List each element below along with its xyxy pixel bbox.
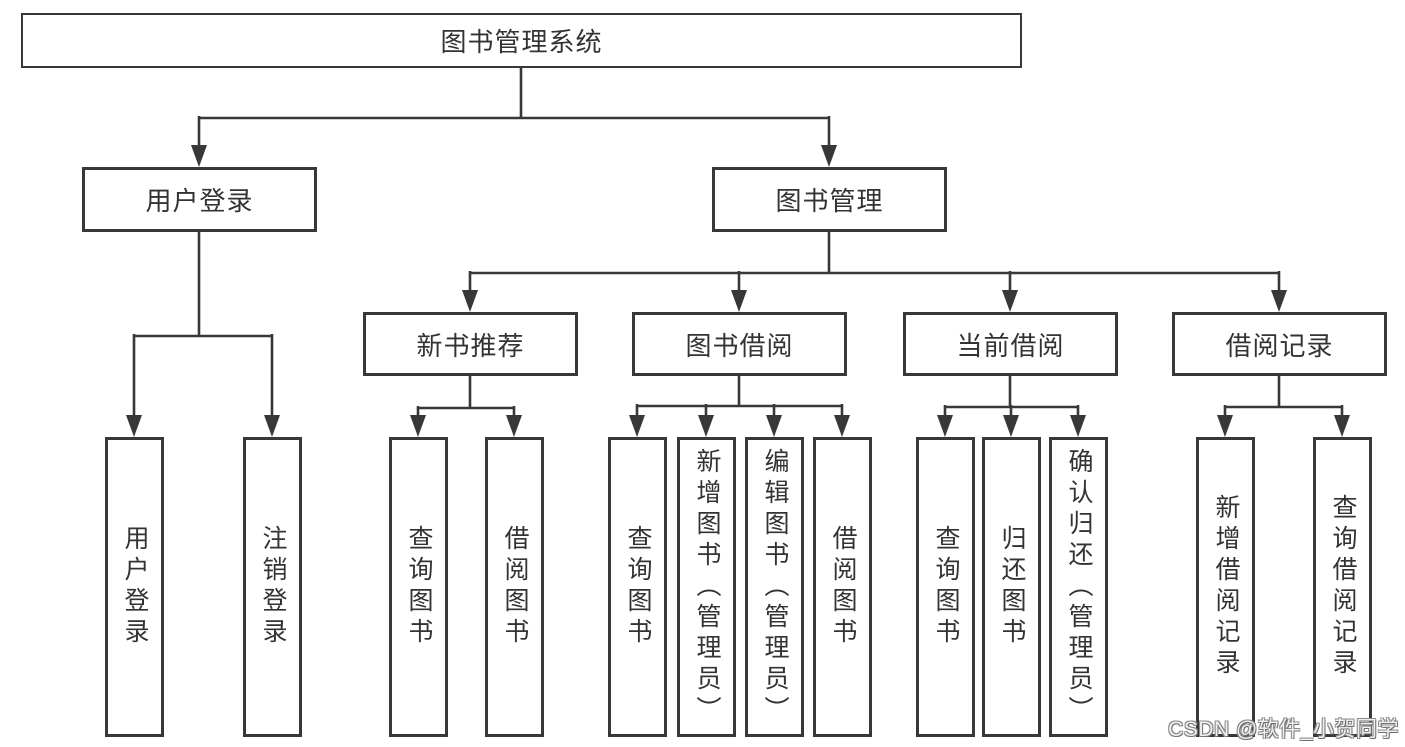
connector-borrow-record-to-leaves (1223, 376, 1344, 418)
leaf-confirm-return-admin: 确认归还（管理员） (1049, 437, 1108, 737)
leaf-user-login: 用户登录 (105, 437, 164, 737)
leaf-return-books: 归还图书 (982, 437, 1041, 737)
node-borrowing-records: 借阅记录 (1172, 312, 1387, 376)
leaf-add-borrow-record: 新增借阅记录 (1196, 437, 1255, 737)
arrowhead-icon (1271, 290, 1287, 312)
leaf-borrow-books: 借阅图书 (813, 437, 872, 737)
arrowhead-icon (766, 415, 782, 437)
leaf-query-books-recommend: 查询图书 (389, 437, 448, 737)
node-current-borrowing: 当前借阅 (903, 312, 1118, 376)
leaf-add-books-admin: 新增图书（管理员） (677, 437, 736, 737)
connector-new-book-to-leaves (416, 376, 516, 418)
arrowhead-icon (1003, 415, 1019, 437)
arrowheads (126, 145, 1350, 437)
leaf-query-books-borrow: 查询图书 (608, 437, 667, 737)
arrowhead-icon (821, 145, 837, 167)
arrowhead-icon (629, 415, 645, 437)
arrowhead-icon (731, 290, 747, 312)
arrowhead-icon (1334, 415, 1350, 437)
arrowhead-icon (698, 415, 714, 437)
arrowhead-icon (410, 415, 426, 437)
connector-root-to-level2 (197, 68, 831, 148)
node-book-borrowing: 图书借阅 (632, 312, 847, 376)
leaf-logout: 注销登录 (243, 437, 302, 737)
arrowhead-icon (264, 415, 280, 437)
arrowhead-icon (1217, 415, 1233, 437)
leaf-edit-books-admin: 编辑图书（管理员） (745, 437, 804, 737)
csdn-watermark: CSDN @软件_小贺同学 (1168, 718, 1399, 741)
connector-book-management-to-level3 (468, 232, 1281, 293)
node-library-management-system: 图书管理系统 (21, 13, 1022, 68)
arrowhead-icon (191, 145, 207, 167)
arrowhead-icon (1002, 290, 1018, 312)
node-user-login: 用户登录 (82, 167, 317, 232)
node-book-management: 图书管理 (712, 167, 947, 232)
arrowhead-icon (462, 290, 478, 312)
arrowhead-icon (506, 415, 522, 437)
arrowhead-icon (937, 415, 953, 437)
connector-user-login-to-leaves (132, 232, 274, 418)
arrowhead-icon (834, 415, 850, 437)
connector-book-borrow-to-leaves (635, 376, 844, 418)
arrowhead-icon (126, 415, 142, 437)
leaf-query-books-current: 查询图书 (916, 437, 975, 737)
arrowhead-icon (1070, 415, 1086, 437)
leaf-borrow-books-recommend: 借阅图书 (485, 437, 544, 737)
connector-current-borrow-to-leaves (943, 376, 1080, 418)
node-new-book-recommend: 新书推荐 (363, 312, 578, 376)
leaf-query-borrow-record: 查询借阅记录 (1313, 437, 1372, 737)
